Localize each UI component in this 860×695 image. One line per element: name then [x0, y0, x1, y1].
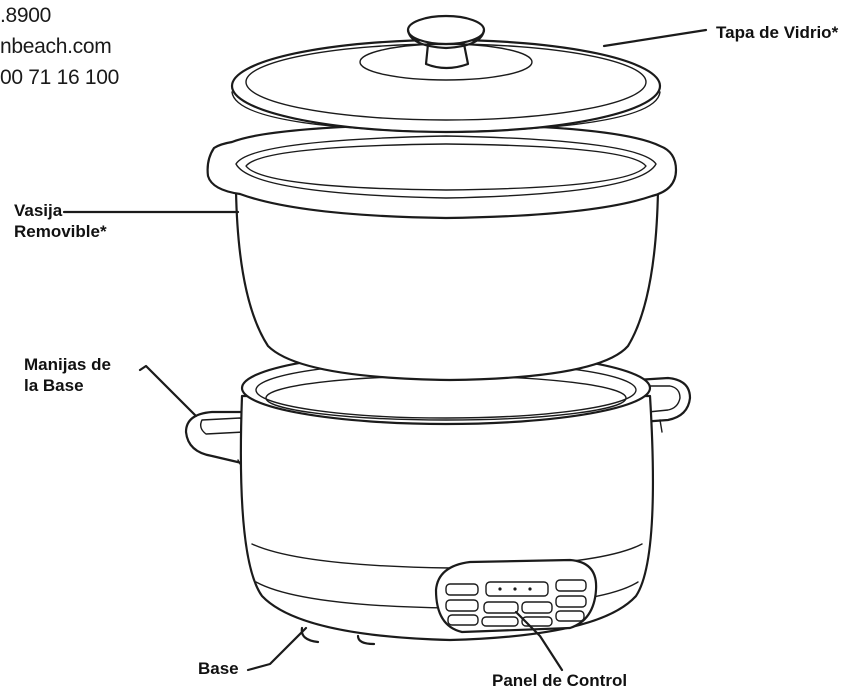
- contact-info: .8900 nbeach.com 00 71 16 100: [0, 0, 119, 93]
- contact-phone-alt: 00 71 16 100: [0, 66, 120, 89]
- label-handles-line1: Manijas de: [24, 355, 111, 374]
- label-crock-line1: Vasija: [14, 201, 63, 220]
- control-panel: [434, 558, 598, 634]
- glass-lid: [230, 14, 662, 134]
- control-button: [555, 579, 587, 592]
- label-handles-line2: la Base: [24, 376, 84, 395]
- control-button: [555, 595, 587, 608]
- leader-base: [246, 626, 308, 672]
- label-control-panel: Panel de Control: [492, 671, 628, 690]
- control-button: [521, 616, 553, 627]
- display-window: [485, 581, 549, 597]
- crock-body: [234, 188, 660, 382]
- lid-knob: [406, 14, 486, 46]
- leader-handles: [138, 364, 198, 418]
- label-base: Base: [198, 659, 239, 678]
- control-button: [483, 601, 519, 614]
- removable-crock: [206, 122, 678, 382]
- label-crock: Vasija Removible*: [14, 200, 107, 242]
- control-button: [445, 583, 479, 596]
- control-button: [481, 616, 519, 627]
- label-glass-lid: Tapa de Vidrio*: [716, 23, 839, 42]
- lid-knob-stem: [424, 42, 470, 70]
- control-button: [521, 601, 553, 614]
- contact-phone: .8900: [0, 4, 52, 27]
- control-button: [447, 614, 479, 626]
- control-button: [445, 599, 479, 612]
- leader-lid: [602, 28, 708, 48]
- label-base-handles: Manijas de la Base: [24, 354, 111, 396]
- leader-control-panel: [514, 610, 564, 672]
- crock-rim: [206, 122, 678, 220]
- label-crock-line2: Removible*: [14, 222, 107, 241]
- control-button: [555, 610, 585, 622]
- contact-website: nbeach.com: [0, 35, 112, 58]
